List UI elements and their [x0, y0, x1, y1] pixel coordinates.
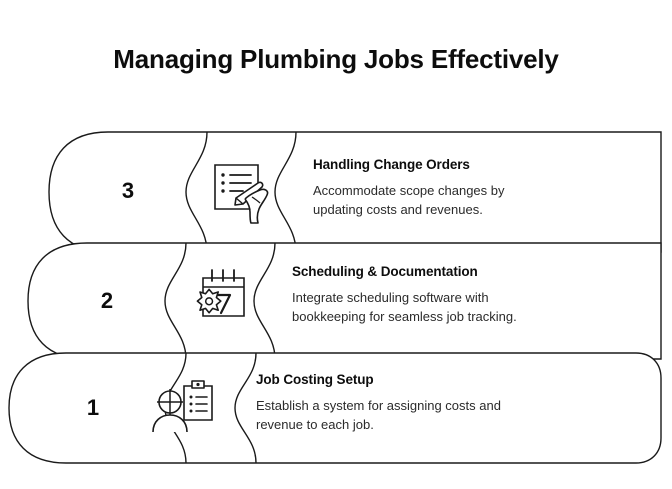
step-card-2[interactable]: 2 Scheduling & Docu	[27, 242, 662, 360]
step-body-1: Establish a system for assigning costs a…	[256, 398, 501, 432]
step-heading-1: Job Costing Setup	[256, 372, 374, 387]
step-card-1-text: Job Costing Setup Establish a system for…	[256, 372, 611, 434]
step-body-3: Accommodate scope changes by updating co…	[313, 183, 505, 217]
step-number-2: 2	[100, 288, 114, 313]
page-title: Managing Plumbing Jobs Effectively	[113, 44, 559, 74]
step-card-1[interactable]: 1	[8, 352, 662, 464]
step-heading-2: Scheduling & Documentation	[292, 264, 478, 279]
step-body-2: Integrate scheduling software with bookk…	[292, 290, 517, 324]
step-card-2-text: Scheduling & Documentation Integrate sch…	[292, 264, 642, 326]
person-clipboard-icon	[146, 372, 222, 448]
step-number-1: 1	[86, 395, 100, 420]
step-heading-3: Handling Change Orders	[313, 157, 470, 172]
step-card-3-text: Handling Change Orders Accommodate scope…	[313, 157, 643, 219]
step-card-1-outline	[8, 352, 662, 464]
document-pen-hand-icon	[205, 157, 275, 227]
step-number-3: 3	[121, 178, 135, 203]
calendar-gear-icon	[182, 264, 254, 336]
step-card-3[interactable]: 3	[48, 131, 662, 253]
